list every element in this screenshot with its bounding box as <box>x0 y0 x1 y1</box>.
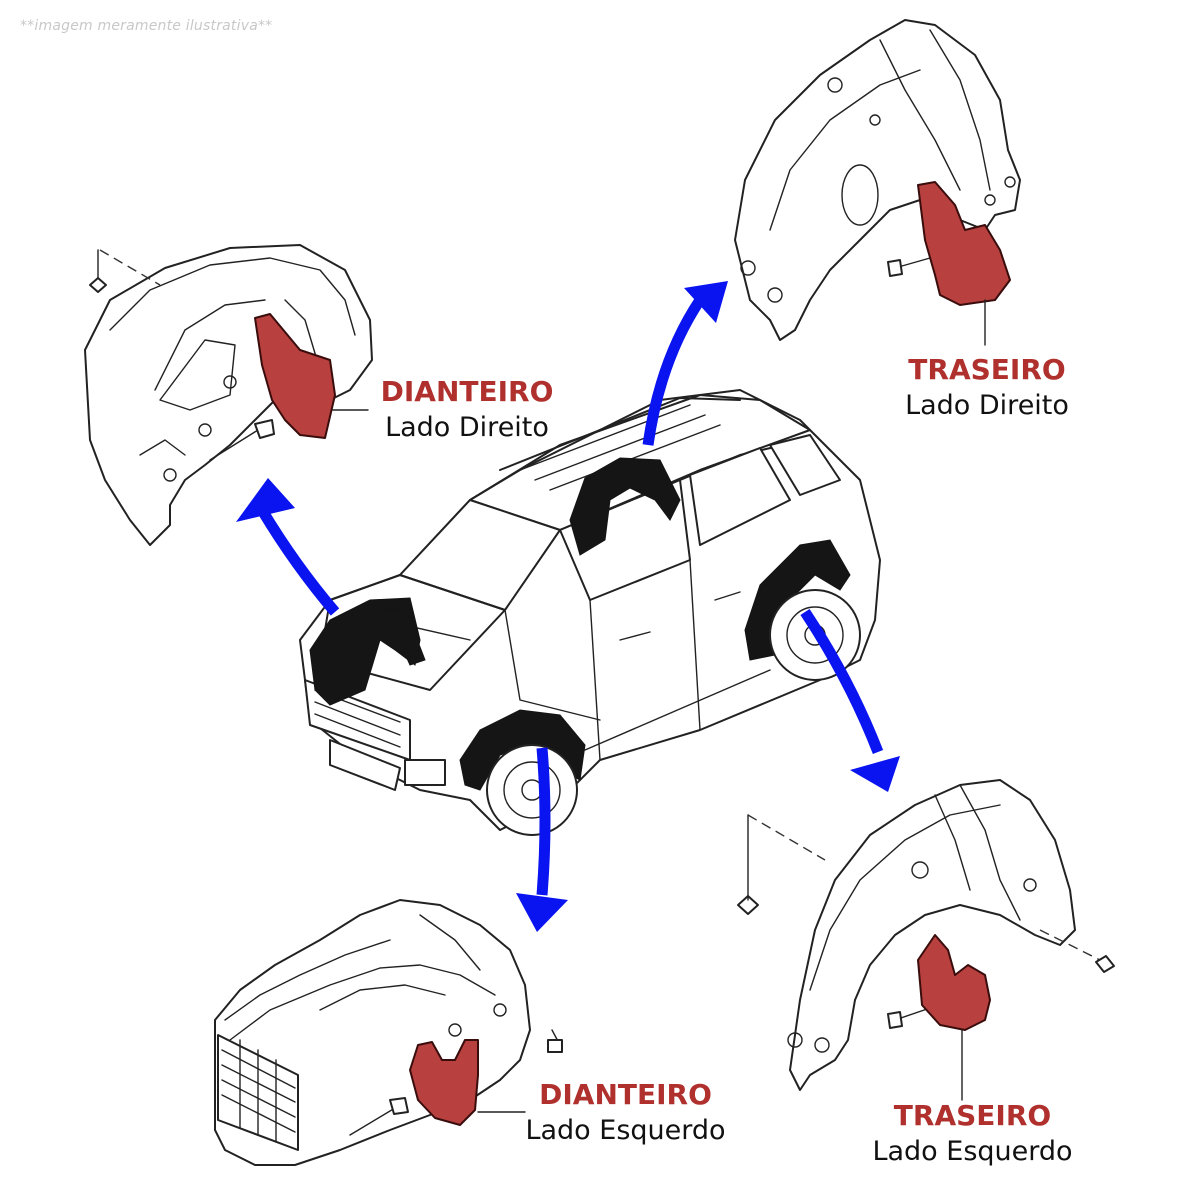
arrow-icon-rear-right <box>642 281 728 446</box>
arrow-head <box>236 478 295 522</box>
arrow-head <box>516 893 568 932</box>
arrow-shaft <box>800 608 884 754</box>
arrow-icon-front-right <box>236 478 340 616</box>
callout-front-left: DIANTEIRO Lado Esquerdo <box>508 1077 743 1149</box>
mudflap-icon-front-left <box>409 1039 479 1126</box>
callout-title: TRASEIRO <box>893 1099 1052 1132</box>
callout-rear-right: TRASEIRO Lado Direito <box>882 352 1092 424</box>
mudflap-icon-rear-left <box>917 934 991 1031</box>
arrow-head <box>850 756 900 792</box>
callout-front-right: DIANTEIRO Lado Direito <box>362 374 572 446</box>
mudflap-icon-front-right <box>254 313 336 439</box>
callout-side: Lado Esquerdo <box>872 1136 1073 1167</box>
callout-title: TRASEIRO <box>908 353 1066 386</box>
suv-outline-icon <box>299 389 881 836</box>
arrow-shaft <box>536 747 551 896</box>
fender-liner-icon-rear-left <box>737 779 1115 1091</box>
callout-side: Lado Direito <box>385 412 549 443</box>
arrow-head <box>684 281 728 323</box>
mudflap-icon-rear-right <box>917 181 1011 306</box>
callout-rear-left: TRASEIRO Lado Esquerdo <box>855 1098 1090 1170</box>
disclaimer-note: **imagem meramente ilustrativa** <box>20 18 273 34</box>
arrow-shaft <box>642 296 705 446</box>
arrow-shaft <box>257 507 340 616</box>
callout-side: Lado Direito <box>905 390 1069 421</box>
arrow-icon-front-left <box>516 747 568 932</box>
callout-title: DIANTEIRO <box>539 1078 712 1111</box>
callout-side: Lado Esquerdo <box>525 1115 726 1146</box>
fender-liner-icon-rear-right <box>734 19 1021 341</box>
callout-title: DIANTEIRO <box>380 375 554 408</box>
arrows-group <box>236 281 900 932</box>
arrow-icon-rear-left <box>800 608 900 792</box>
